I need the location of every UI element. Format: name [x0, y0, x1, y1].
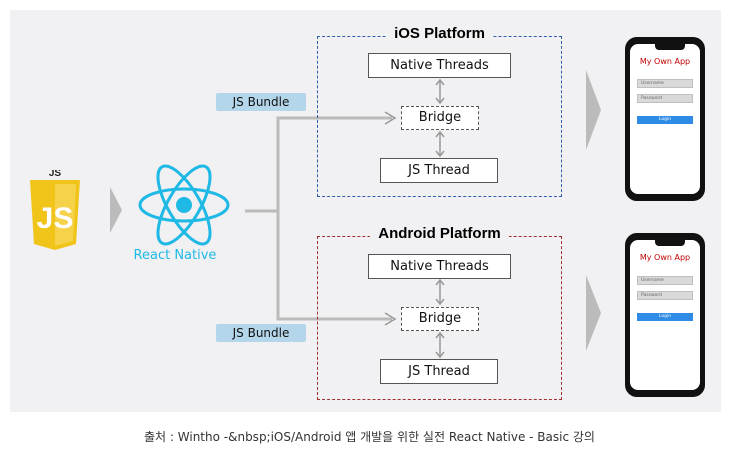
ios-phone-mockup: My Own App Username Password Login	[625, 37, 705, 201]
android-arrowhead-up-2	[435, 331, 445, 339]
arrowhead-android	[384, 312, 397, 326]
react-native-label: React Native	[133, 248, 217, 263]
android-platform-title: Android Platform	[370, 225, 509, 242]
phone-notch	[655, 240, 685, 246]
android-arrowhead-down-2	[435, 351, 445, 359]
js-bundle-tag-android: JS Bundle	[216, 324, 306, 342]
android-arrowhead-up-1	[435, 278, 445, 286]
diagram-canvas	[10, 10, 721, 412]
android-phone-screen: My Own App Username Password Login	[630, 240, 700, 390]
ios-platform-group: iOS Platform	[317, 25, 562, 197]
android-login-button[interactable]: Login	[637, 313, 693, 321]
js-logo-caption: JS	[49, 170, 62, 179]
ios-platform-title: iOS Platform	[386, 25, 493, 42]
ios-js-thread-box: JS Thread	[380, 158, 498, 183]
ios-arrowhead-down-2	[435, 150, 445, 158]
ios-login-button[interactable]: Login	[637, 116, 693, 124]
android-username-field[interactable]: Username	[637, 276, 693, 285]
android-js-thread-box: JS Thread	[380, 359, 498, 384]
branch-line-up	[276, 116, 392, 211]
chevron-arrow-3	[586, 275, 601, 351]
ios-arrowhead-up-1	[435, 78, 445, 86]
android-password-field[interactable]: Password	[637, 291, 693, 300]
phone-notch	[655, 44, 685, 50]
chevron-arrow-2	[586, 70, 601, 150]
android-app-title: My Own App	[639, 253, 691, 262]
ios-app-title: My Own App	[639, 57, 691, 66]
js-bundle-tag-ios: JS Bundle	[216, 93, 306, 111]
react-native-logo-icon	[138, 164, 230, 246]
android-platform-group: Android Platform	[317, 225, 562, 400]
chevron-arrow-1	[110, 187, 122, 233]
android-native-threads-box: Native Threads	[368, 254, 511, 279]
ios-username-field[interactable]: Username	[637, 79, 693, 88]
branch-line-down	[276, 211, 392, 321]
android-arrowhead-down-1	[435, 298, 445, 306]
source-caption: 출처 : Wintho -&nbsp;iOS/Android 앱 개발을 위한 …	[144, 430, 595, 444]
ios-phone-screen: My Own App Username Password Login	[630, 44, 700, 194]
android-phone-mockup: My Own App Username Password Login	[625, 233, 705, 397]
ios-arrowhead-down-1	[435, 97, 445, 105]
arrowhead-ios	[384, 111, 397, 125]
javascript-logo-icon: JS JS	[30, 170, 80, 250]
js-logo-emblem: JS	[37, 202, 74, 235]
android-bridge-box: Bridge	[401, 307, 479, 331]
ios-password-field[interactable]: Password	[637, 94, 693, 103]
ios-native-threads-box: Native Threads	[368, 53, 511, 78]
ios-arrowhead-up-2	[435, 130, 445, 138]
ios-bridge-box: Bridge	[401, 106, 479, 130]
